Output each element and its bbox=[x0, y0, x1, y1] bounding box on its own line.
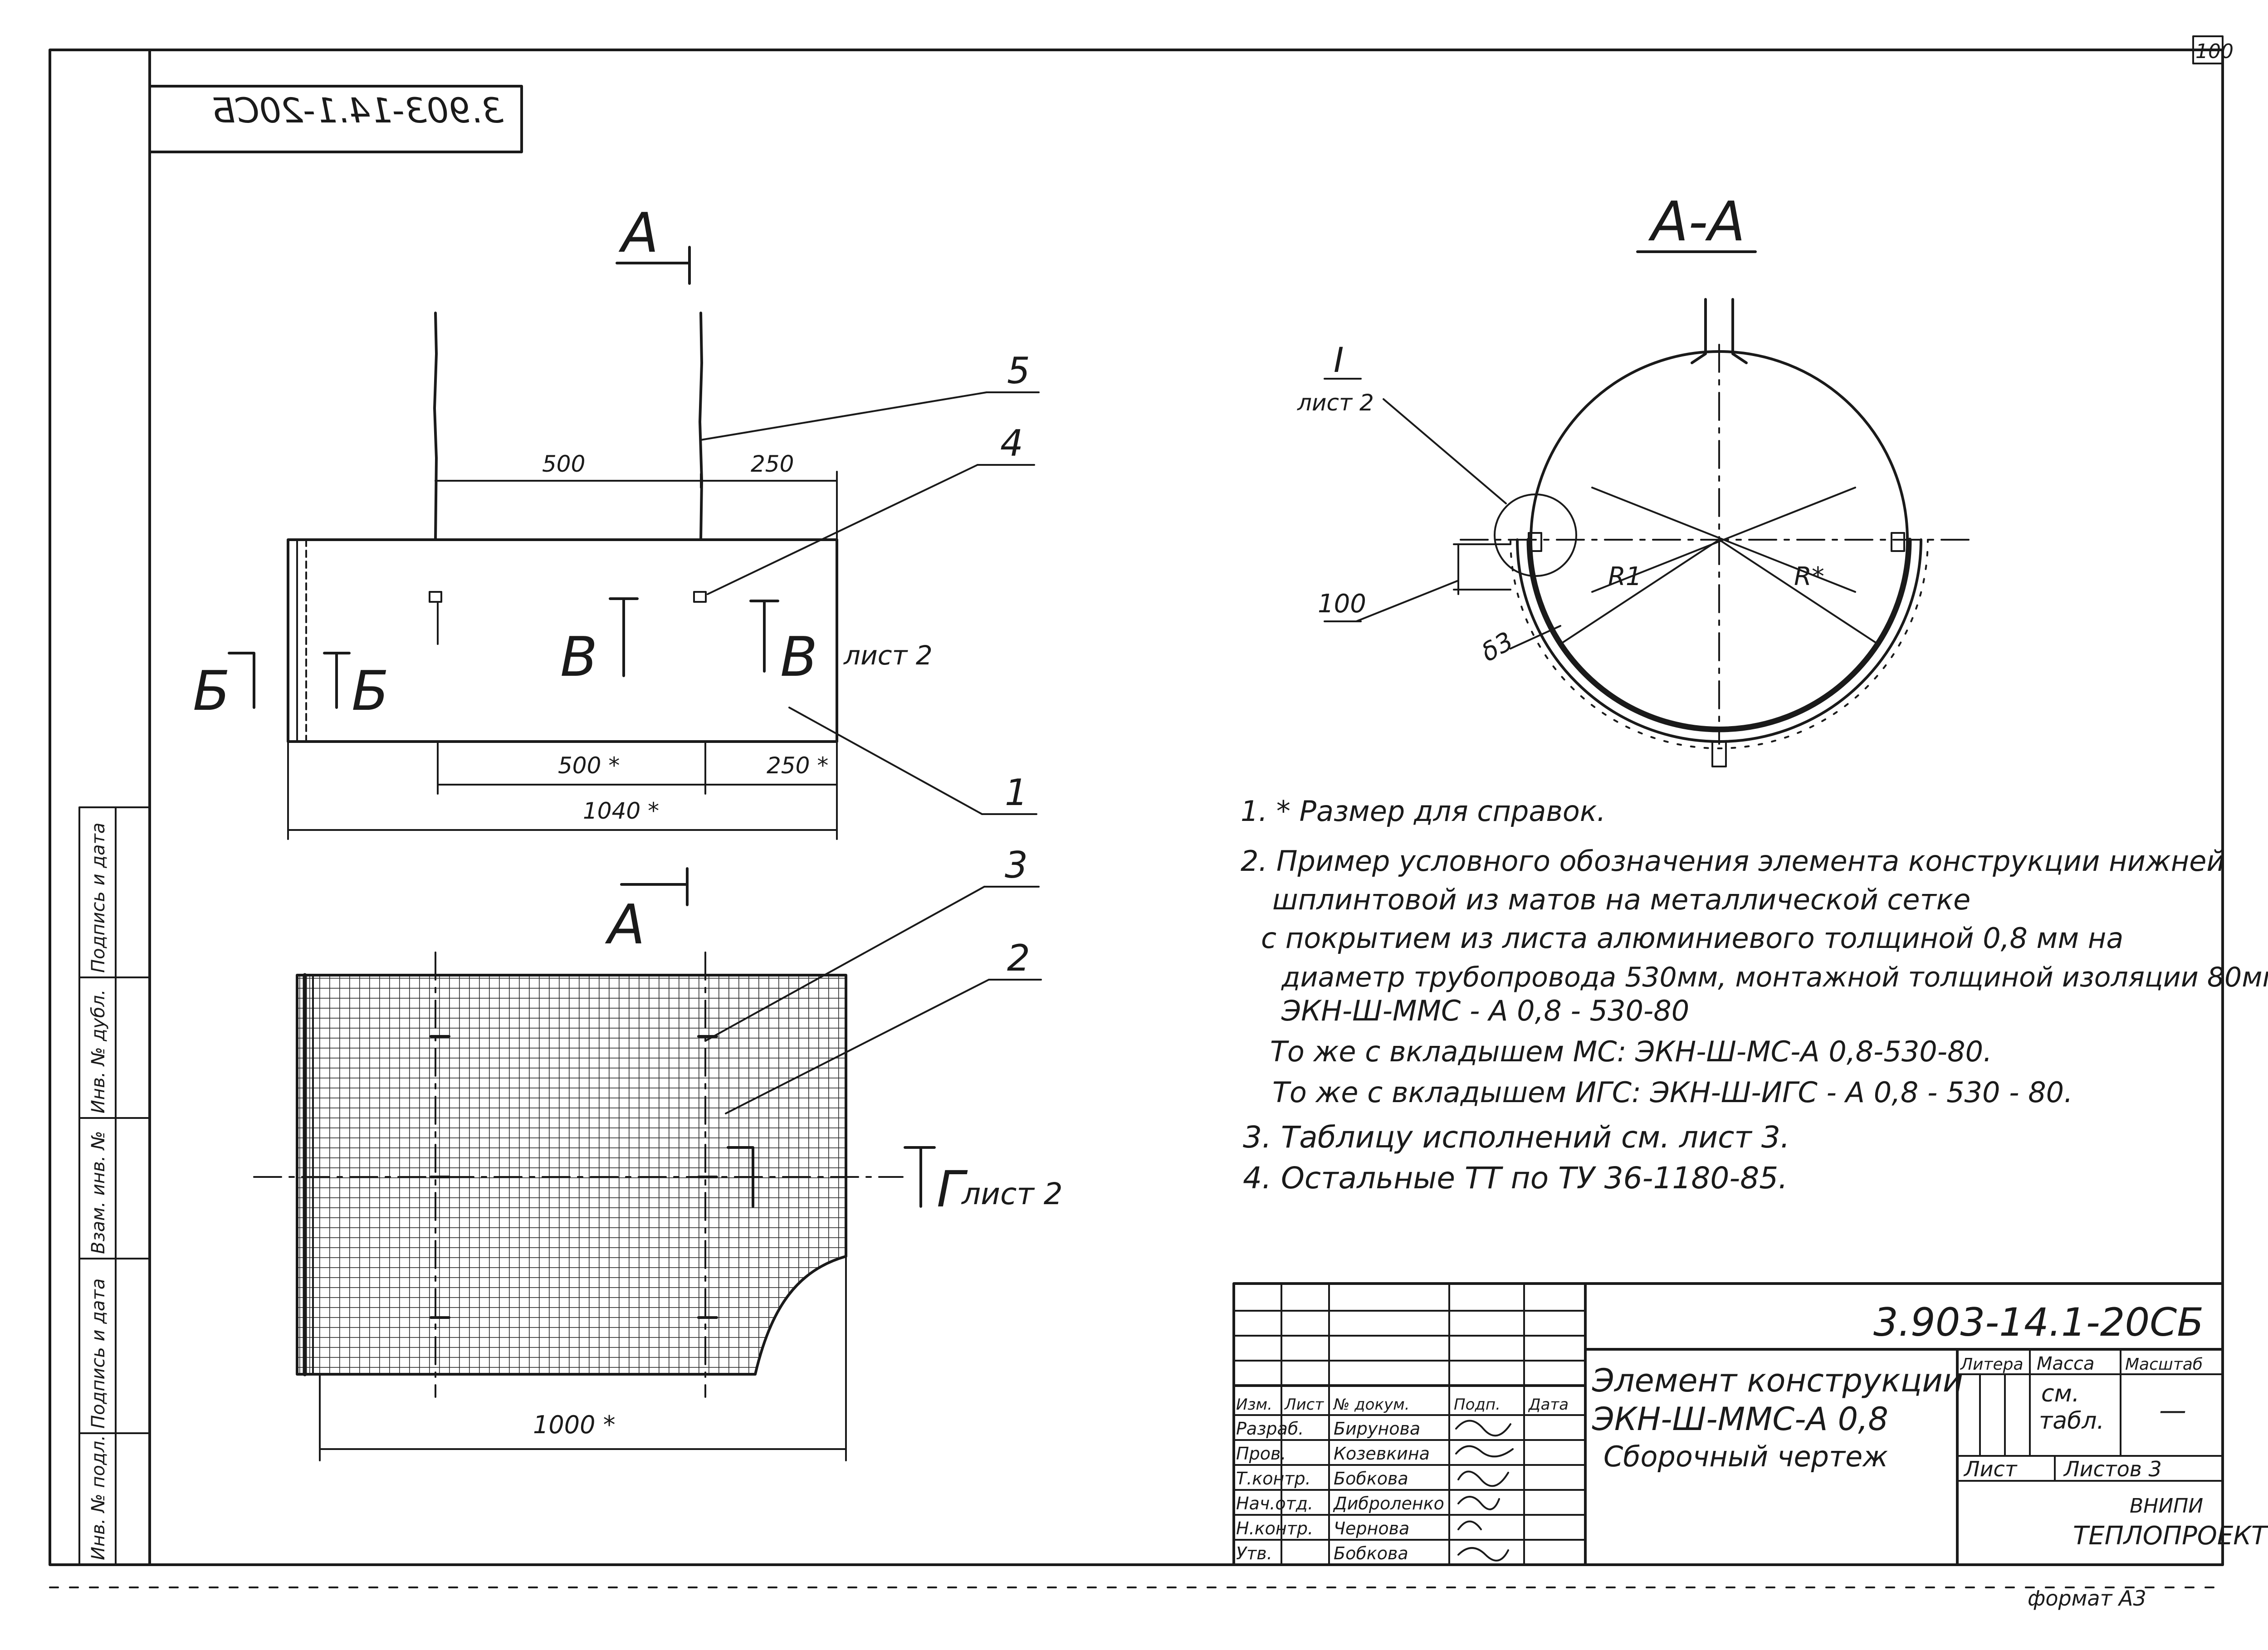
row-name-2: Бобкова bbox=[1334, 1469, 1408, 1489]
stamp-vzam-inv: Взам. инв. № bbox=[88, 1131, 109, 1254]
masshtab-value: — bbox=[2159, 1395, 2186, 1426]
row-name-4: Чернова bbox=[1334, 1518, 1409, 1538]
title-line-3: Сборочный чертеж bbox=[1603, 1440, 1888, 1473]
detail-sheet-ref: лист 2 bbox=[1297, 390, 1374, 416]
cut-v-sheet-ref: лист 2 bbox=[843, 640, 933, 671]
org-line-1: ВНИПИ bbox=[2130, 1494, 2203, 1518]
dim-bottom-500: 500 * bbox=[558, 752, 620, 779]
label-listov: Листов 3 bbox=[2063, 1457, 2162, 1481]
dim-mesh-1000: 1000 * bbox=[533, 1411, 616, 1439]
cut-g-label: Г bbox=[937, 1160, 968, 1218]
label-list: Лист bbox=[1963, 1457, 2018, 1481]
callout-4: 4 bbox=[1000, 422, 1023, 464]
section-a-top-label: А bbox=[618, 202, 659, 265]
hdr-masshtab: Масштаб bbox=[2125, 1355, 2203, 1374]
row-role-0: Разраб. bbox=[1236, 1419, 1304, 1439]
title-block: 3.903-14.1-20СБ Изм. Лист № докум. Подп.… bbox=[1232, 1282, 2268, 1566]
detail-mark: I bbox=[1334, 340, 1344, 380]
cut-g-sheet-ref: лист 2 bbox=[961, 1176, 1063, 1211]
hdr-massa: Масса bbox=[2037, 1353, 2095, 1374]
title-line-2: ЭКН-Ш-ММС-А 0,8 bbox=[1592, 1401, 1888, 1438]
plan-view: А 500 250 500 * 250 * 1040 * Б Б В bbox=[193, 202, 1040, 957]
cut-v-right: В bbox=[780, 626, 817, 689]
hdr-doc: № докум. bbox=[1333, 1396, 1410, 1414]
side-stamp: Инв. № подл. Подпись и дата Взам. инв. №… bbox=[78, 806, 151, 1566]
section-view: А-А R1 R* I лист 2 bbox=[1297, 190, 1970, 767]
stamp-inv-podl: Инв. № подл. bbox=[88, 1435, 109, 1560]
stamp-inv-dubl: Инв. № дубл. bbox=[88, 989, 109, 1113]
title-code: 3.903-14.1-20СБ bbox=[1873, 1300, 2204, 1345]
title-line-1: Элемент конструкции bbox=[1592, 1362, 1963, 1399]
dim-top-500: 500 bbox=[542, 451, 585, 477]
hdr-izm: Изм. bbox=[1236, 1396, 1272, 1414]
section-a-bottom-label: А bbox=[605, 893, 645, 957]
note-2-line7: То же с вкладышем ИГС: ЭКН-Ш-ИГС - А 0,8… bbox=[1272, 1076, 2073, 1109]
note-2-line4: диаметр трубопровода 530мм, монтажной то… bbox=[1281, 962, 2268, 993]
notes-block: 1. * Размер для справок. 2. Пример услов… bbox=[1241, 795, 2268, 1196]
hdr-litera: Литера bbox=[1960, 1355, 2024, 1374]
row-name-5: Бобкова bbox=[1334, 1543, 1408, 1563]
mesh-view: Г лист 2 3 2 1000 * bbox=[253, 844, 1063, 1461]
hdr-podp: Подп. bbox=[1454, 1396, 1501, 1414]
callout-3: 3 bbox=[1005, 844, 1028, 886]
row-role-5: Утв. bbox=[1236, 1543, 1272, 1563]
row-role-2: Т.контр. bbox=[1236, 1469, 1311, 1489]
cut-b-right: Б bbox=[352, 660, 389, 723]
callout-5: 5 bbox=[1007, 350, 1030, 392]
row-name-3: Диброленко bbox=[1333, 1494, 1444, 1513]
radius-r-star: R* bbox=[1794, 562, 1824, 591]
dim-overall-1040: 1040 * bbox=[583, 798, 659, 824]
page-number: 100 bbox=[2195, 40, 2234, 63]
note-2-line3: с покрытием из листа алюминиевого толщин… bbox=[1261, 922, 2123, 955]
offset-dim-100: 100 bbox=[1318, 589, 1366, 619]
signatures bbox=[1455, 1420, 1514, 1562]
hdr-date: Дата bbox=[1528, 1396, 1569, 1414]
mirrored-code-box: 3.903-14.1-20СБ bbox=[148, 85, 523, 153]
massa-value-2: табл. bbox=[2039, 1407, 2104, 1435]
note-2-line6: То же с вкладышем МС: ЭКН-Ш-МС-А 0,8-530… bbox=[1270, 1035, 1992, 1068]
dim-top-250: 250 bbox=[751, 451, 794, 477]
cut-v-left: В bbox=[560, 626, 597, 689]
format-label: формат А3 bbox=[2028, 1586, 2146, 1611]
row-name-1: Козевкина bbox=[1334, 1444, 1430, 1464]
org-line-2: ТЕПЛОПРОЕКТ bbox=[2073, 1521, 2268, 1551]
note-4: 4. Остальные ТТ по ТУ 36-1180-85. bbox=[1243, 1161, 1788, 1196]
section-title: А-А bbox=[1648, 190, 1745, 254]
note-2-line2: шплинтовой из матов на металлической сет… bbox=[1272, 883, 1970, 916]
radius-r1: R1 bbox=[1608, 562, 1642, 591]
mirrored-code: 3.903-14.1-20СБ bbox=[211, 90, 503, 131]
callout-1: 1 bbox=[1005, 771, 1028, 814]
row-role-3: Нач.отд. bbox=[1236, 1494, 1313, 1513]
stamp-podpis-2: Подпись и дата bbox=[88, 823, 109, 973]
stamp-podpis-1: Подпись и дата bbox=[88, 1279, 109, 1429]
dim-bottom-250: 250 * bbox=[767, 752, 828, 779]
note-2: 2. Пример условного обозначения элемента… bbox=[1241, 845, 2225, 878]
row-role-1: Пров. bbox=[1236, 1444, 1286, 1464]
note-1: 1. * Размер для справок. bbox=[1241, 795, 1606, 828]
row-role-4: Н.контр. bbox=[1236, 1518, 1313, 1538]
hdr-list: Лист bbox=[1284, 1396, 1324, 1414]
row-name-0: Бирунова bbox=[1334, 1419, 1420, 1439]
cut-b-left: Б bbox=[193, 660, 230, 723]
note-3: 3. Таблицу исполнений см. лист 3. bbox=[1243, 1120, 1790, 1155]
callout-2: 2 bbox=[1007, 937, 1030, 979]
note-2-line5: ЭКН-Ш-ММС - А 0,8 - 530-80 bbox=[1281, 994, 1689, 1027]
massa-value-1: см. bbox=[2041, 1380, 2079, 1407]
